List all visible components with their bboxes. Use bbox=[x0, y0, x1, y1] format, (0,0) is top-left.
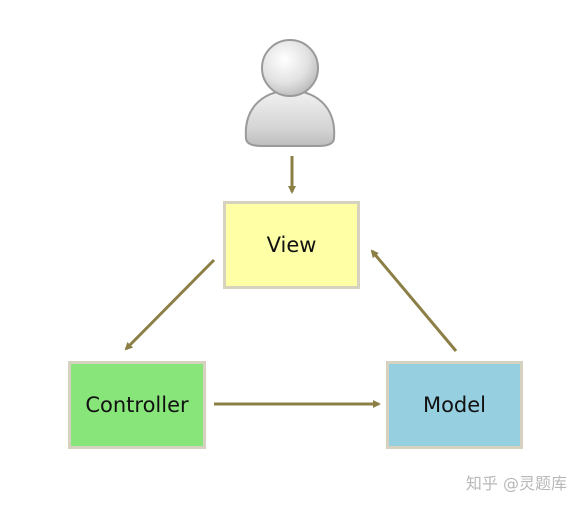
watermark: 知乎 @灵题库 bbox=[465, 474, 567, 493]
view-box: View bbox=[223, 201, 360, 289]
model-label: Model bbox=[422, 393, 487, 417]
controller-label: Controller bbox=[85, 393, 189, 417]
model-box: Model bbox=[386, 361, 523, 449]
arrow-view-to-controller bbox=[124, 258, 216, 351]
view-label: View bbox=[266, 233, 317, 257]
user-icon bbox=[244, 39, 336, 147]
controller-box: Controller bbox=[68, 361, 206, 449]
arrow-model-to-view bbox=[370, 249, 458, 352]
